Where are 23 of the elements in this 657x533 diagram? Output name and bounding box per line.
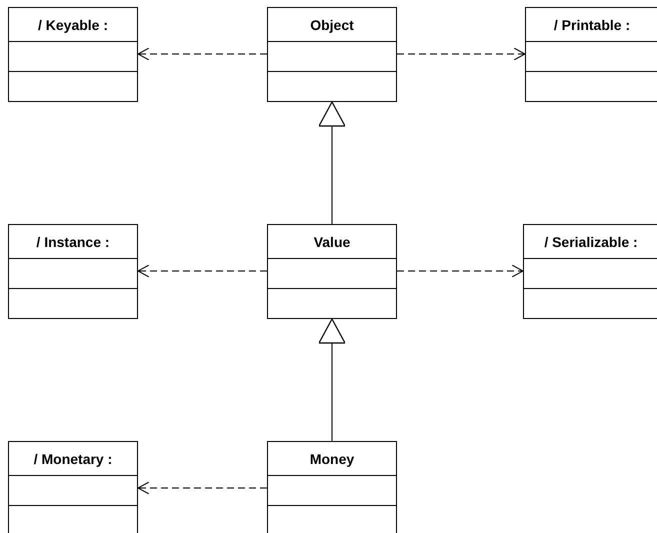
dependency-arrow — [138, 482, 268, 494]
dependency-arrow — [396, 48, 526, 60]
class-name: Object — [310, 16, 354, 32]
inheritance-arrow — [318, 101, 346, 224]
inheritance-arrow — [318, 318, 346, 442]
class-box — [267, 441, 397, 533]
class-box — [8, 441, 138, 533]
class-box — [8, 224, 138, 319]
class-name: / Monetary : — [34, 450, 112, 466]
dependency-arrow — [396, 264, 524, 278]
class-name: / Serializable : — [544, 234, 638, 250]
class-name: Money — [310, 450, 354, 466]
class-box — [8, 7, 138, 102]
class-name: Value — [314, 234, 350, 250]
class-box — [525, 7, 657, 102]
class-name: / Instance : — [36, 234, 110, 250]
dependency-arrow — [138, 264, 268, 278]
class-name: / Printable : — [554, 16, 630, 32]
dependency-arrow — [138, 48, 268, 60]
class-box — [267, 224, 397, 319]
class-box — [267, 7, 397, 102]
class-box — [523, 224, 657, 319]
class-name: / Keyable : — [38, 16, 108, 32]
